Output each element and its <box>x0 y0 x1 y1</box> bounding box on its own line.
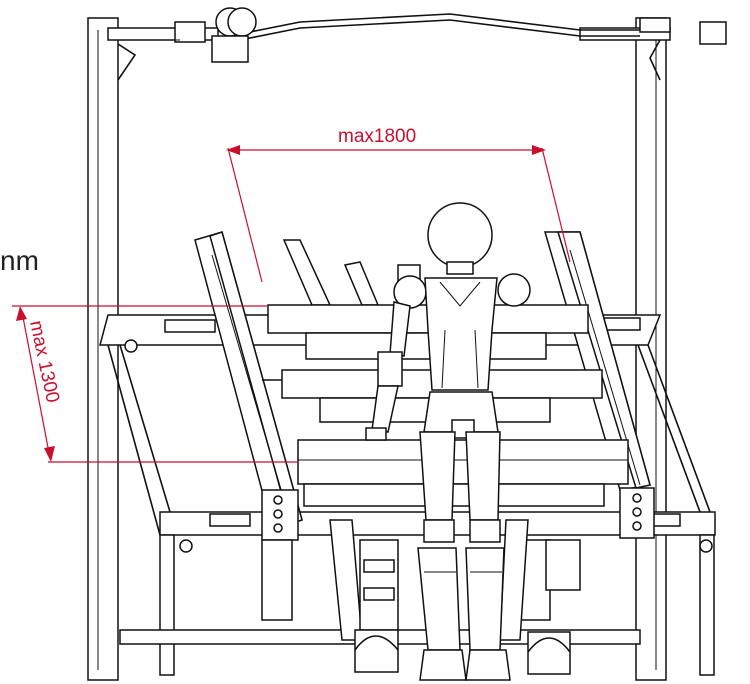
mannequin-figure <box>365 202 531 681</box>
height-dimension-label: max 1300 <box>25 319 63 405</box>
unit-fragment-label: nm <box>0 245 39 276</box>
rack-right-rail <box>544 231 655 539</box>
dimension-width: max1800 <box>226 126 571 283</box>
lower-assemblies <box>329 519 571 675</box>
width-dimension-label: max1800 <box>338 126 416 147</box>
portal-frame <box>87 7 727 681</box>
